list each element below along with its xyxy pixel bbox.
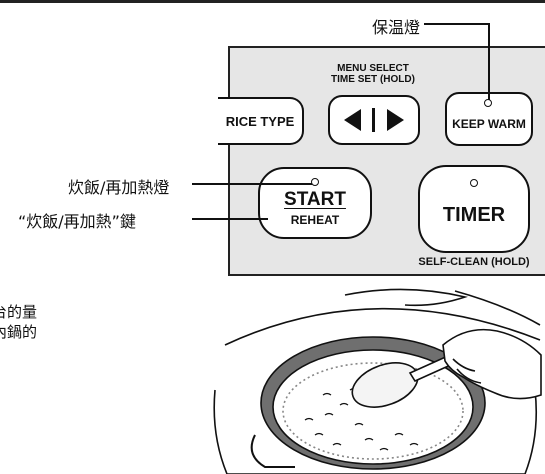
start-lamp-callout-line bbox=[192, 183, 312, 185]
finger-1 bbox=[456, 368, 482, 384]
menu-select-line1: MENU SELECT bbox=[337, 63, 409, 74]
arrow-icons bbox=[344, 108, 404, 132]
rice-type-button[interactable]: RICE TYPE bbox=[218, 97, 304, 145]
self-clean-label: SELF-CLEAN (HOLD) bbox=[418, 256, 530, 268]
keep-warm-callout-line-h bbox=[424, 23, 489, 25]
keep-warm-label: KEEP WARM bbox=[452, 117, 526, 131]
front-handle bbox=[250, 434, 295, 468]
triangle-right-icon bbox=[387, 109, 404, 131]
cooker-body bbox=[213, 389, 537, 474]
finger-2 bbox=[452, 358, 476, 372]
start-lamp-callout: 炊飯/再加熱燈 bbox=[68, 178, 170, 197]
cooker-rim-outer bbox=[224, 307, 541, 346]
divider-bar bbox=[372, 108, 375, 132]
menu-select-line2: TIME SET (HOLD) bbox=[331, 74, 415, 85]
menu-arrow-button[interactable] bbox=[328, 95, 420, 145]
lid-edge bbox=[454, 290, 541, 326]
menu-select-label: MENU SELECT TIME SET (HOLD) bbox=[318, 63, 428, 85]
body-text-line2: 內鍋的 bbox=[0, 323, 38, 341]
top-rule bbox=[0, 0, 545, 3]
hand bbox=[442, 328, 542, 400]
reheat-label: REHEAT bbox=[290, 213, 340, 227]
timer-lamp-icon bbox=[470, 179, 478, 187]
lid-hinge bbox=[344, 288, 468, 307]
start-label: START bbox=[284, 189, 346, 210]
body-text-line1: 台的量 bbox=[0, 303, 38, 321]
rice-cooker-illustration bbox=[213, 288, 542, 474]
start-lamp-icon bbox=[311, 178, 319, 186]
rice-type-label: RICE TYPE bbox=[225, 113, 295, 129]
start-key-callout: “炊飯/再加熱”鍵 bbox=[18, 212, 136, 231]
keep-warm-lamp-icon bbox=[484, 99, 492, 107]
timer-label: TIMER bbox=[442, 203, 506, 226]
keep-warm-callout-line-v bbox=[488, 23, 490, 100]
water-line bbox=[282, 362, 464, 460]
triangle-left-icon bbox=[344, 109, 361, 131]
keep-warm-lamp-callout: 保温燈 bbox=[372, 18, 421, 37]
start-key-callout-line bbox=[192, 218, 268, 220]
body-text: 台的量 內鍋的 bbox=[0, 302, 37, 342]
